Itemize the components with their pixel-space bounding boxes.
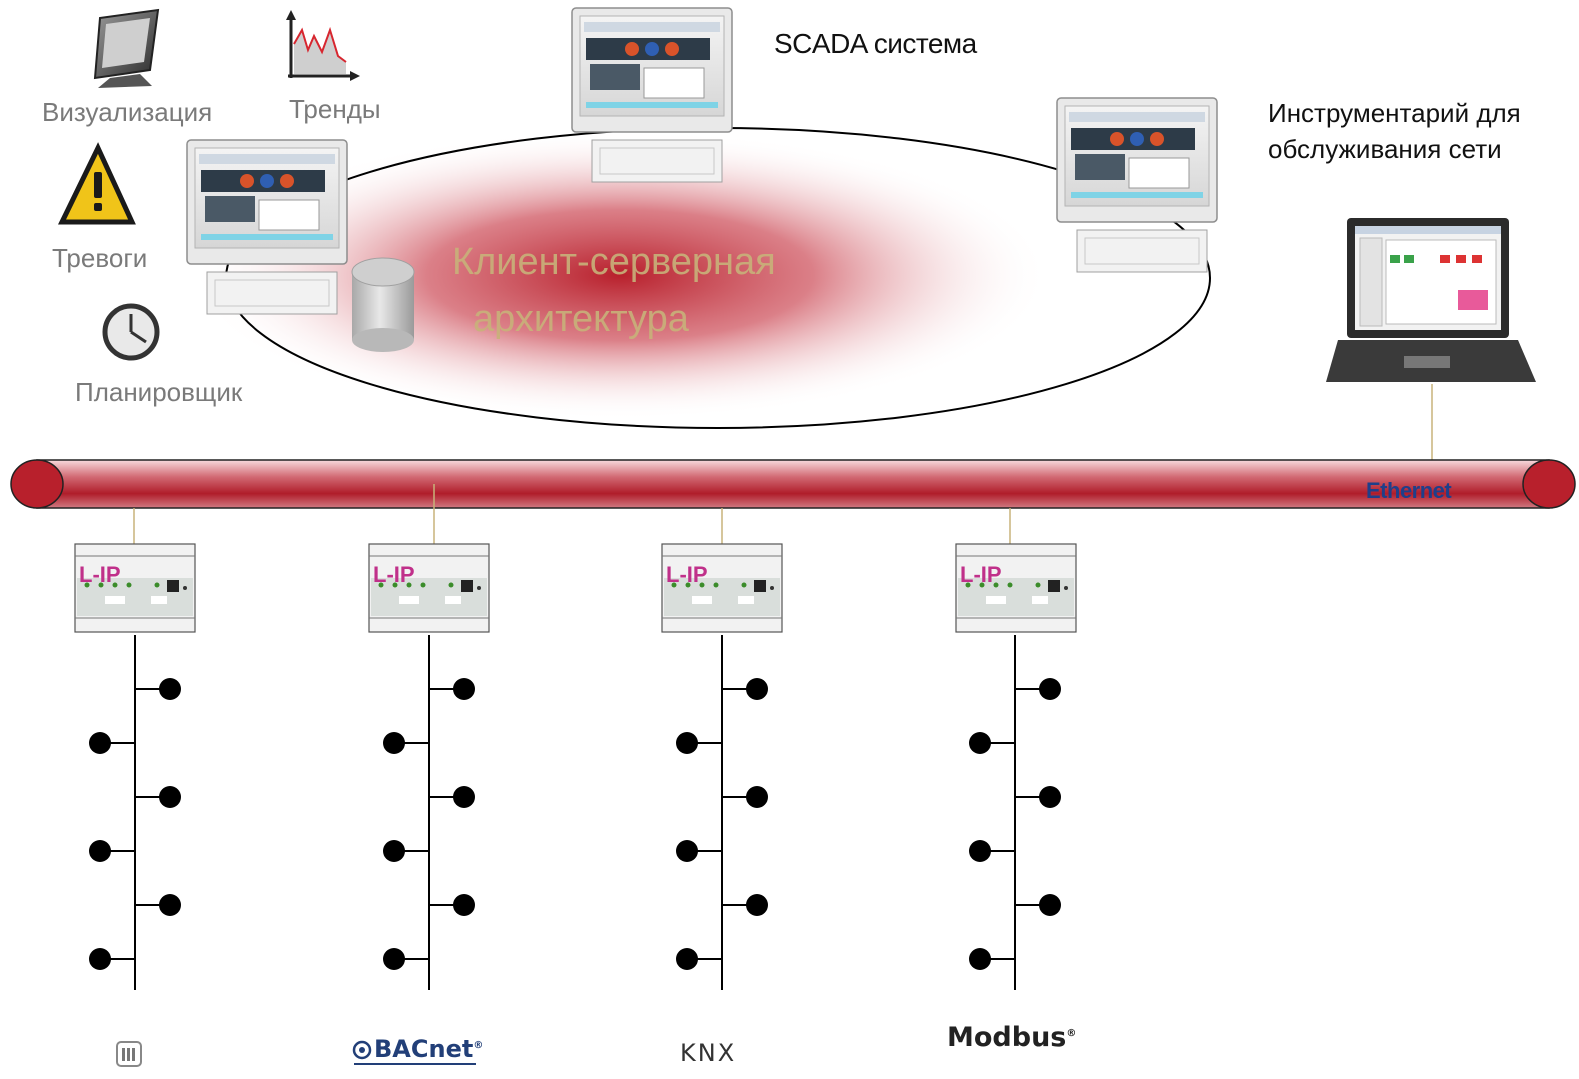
gateway-1 — [74, 543, 196, 633]
label-scheduler: Планировщик — [75, 377, 243, 407]
protocol-knx-label: KNX — [680, 1039, 737, 1067]
workstation-right — [1056, 97, 1218, 273]
network-tools-label-line1: Инструментарий для — [1268, 98, 1521, 128]
architecture-label-line2: архитектура — [473, 298, 689, 340]
scada-system-label: SCADA система — [774, 28, 977, 59]
field-bus-4 — [968, 634, 1062, 991]
workstation-scada — [571, 7, 733, 183]
field-bus-2 — [382, 634, 476, 991]
ethernet-bus — [10, 459, 1576, 509]
laptop-icon — [1326, 218, 1536, 382]
trend-chart-icon — [286, 10, 360, 81]
database-icon — [351, 257, 415, 352]
clock-icon — [102, 303, 160, 361]
lon-logo-icon — [116, 1041, 142, 1067]
gateway-2 — [368, 543, 490, 633]
label-trends: Тренды — [289, 94, 381, 124]
field-bus-1 — [88, 634, 182, 991]
label-alarms: Тревоги — [52, 243, 148, 273]
gateway-3-brand: L-IP — [666, 562, 708, 587]
gateway-2-brand: L-IP — [373, 562, 415, 587]
ethernet-label: Ethernet — [1366, 478, 1452, 503]
protocol-modbus-label: Modbus® — [947, 1022, 1077, 1053]
network-tools-label-line2: обслуживания сети — [1268, 134, 1502, 164]
monitor-icon — [93, 8, 160, 88]
warning-icon — [58, 142, 136, 225]
workstation-left — [186, 139, 348, 315]
field-bus-3 — [675, 634, 769, 991]
bacnet-logo-icon — [352, 1040, 476, 1065]
gateway-3 — [661, 543, 783, 633]
protocol-bacnet-label: BACnet® — [374, 1035, 484, 1063]
architecture-label-line1: Клиент-серверная — [452, 241, 776, 283]
gateway-4 — [955, 543, 1077, 633]
gateway-4-brand: L-IP — [960, 562, 1002, 587]
label-visualization: Визуализация — [42, 97, 213, 127]
gateway-1-brand: L-IP — [79, 562, 121, 587]
